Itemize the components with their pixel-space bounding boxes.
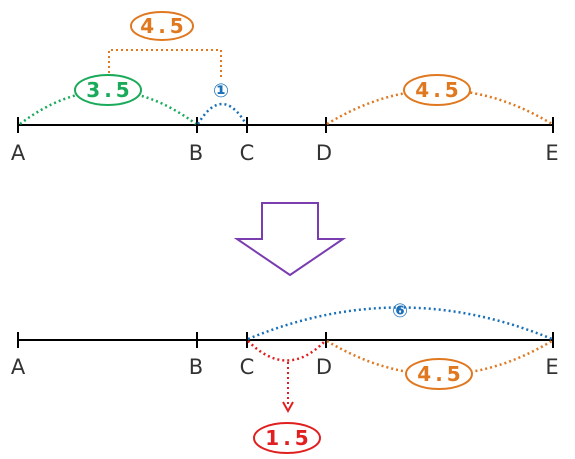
bottom-arc-ce	[247, 306, 553, 341]
bottom-label-ce: ⑥	[392, 300, 408, 322]
top-point-d: D	[316, 141, 332, 165]
bottom-arrowhead-cd	[282, 401, 294, 414]
top-label-ac: 4.5	[140, 14, 187, 38]
top-arc-de	[326, 88, 553, 126]
bottom-arc-cd	[247, 340, 326, 362]
top-arc-bc	[196, 102, 248, 125]
bottom-diagram: A B C D E ⑥ 4.5 1.5	[11, 300, 559, 454]
bottom-label-cd-oval	[253, 422, 321, 454]
top-point-b: B	[189, 141, 203, 165]
bottom-point-d: D	[316, 355, 332, 379]
bottom-point-a: A	[11, 355, 26, 379]
top-point-a: A	[11, 141, 26, 165]
bottom-label-de-oval	[405, 358, 473, 390]
bottom-label-de: 4.5	[417, 362, 464, 386]
top-bracket-ac	[108, 49, 222, 80]
top-label-de-oval	[403, 74, 471, 106]
top-label-bc: ①	[213, 80, 229, 102]
top-label-de: 4.5	[415, 78, 462, 102]
bottom-point-b: B	[189, 355, 203, 379]
top-diagram: A B C D E 3.5 ① 4.5 4.5	[11, 11, 559, 165]
top-label-ab: 3.5	[86, 78, 133, 102]
top-point-c: C	[240, 141, 255, 165]
top-label-ac-oval	[130, 11, 194, 41]
top-point-e: E	[545, 141, 558, 165]
bottom-point-e: E	[545, 355, 558, 379]
down-arrow	[233, 202, 347, 277]
bottom-label-cd: 1.5	[265, 426, 312, 450]
top-label-ab-oval	[74, 74, 142, 106]
bottom-arc-de	[326, 339, 553, 376]
bottom-point-c: C	[240, 355, 255, 379]
